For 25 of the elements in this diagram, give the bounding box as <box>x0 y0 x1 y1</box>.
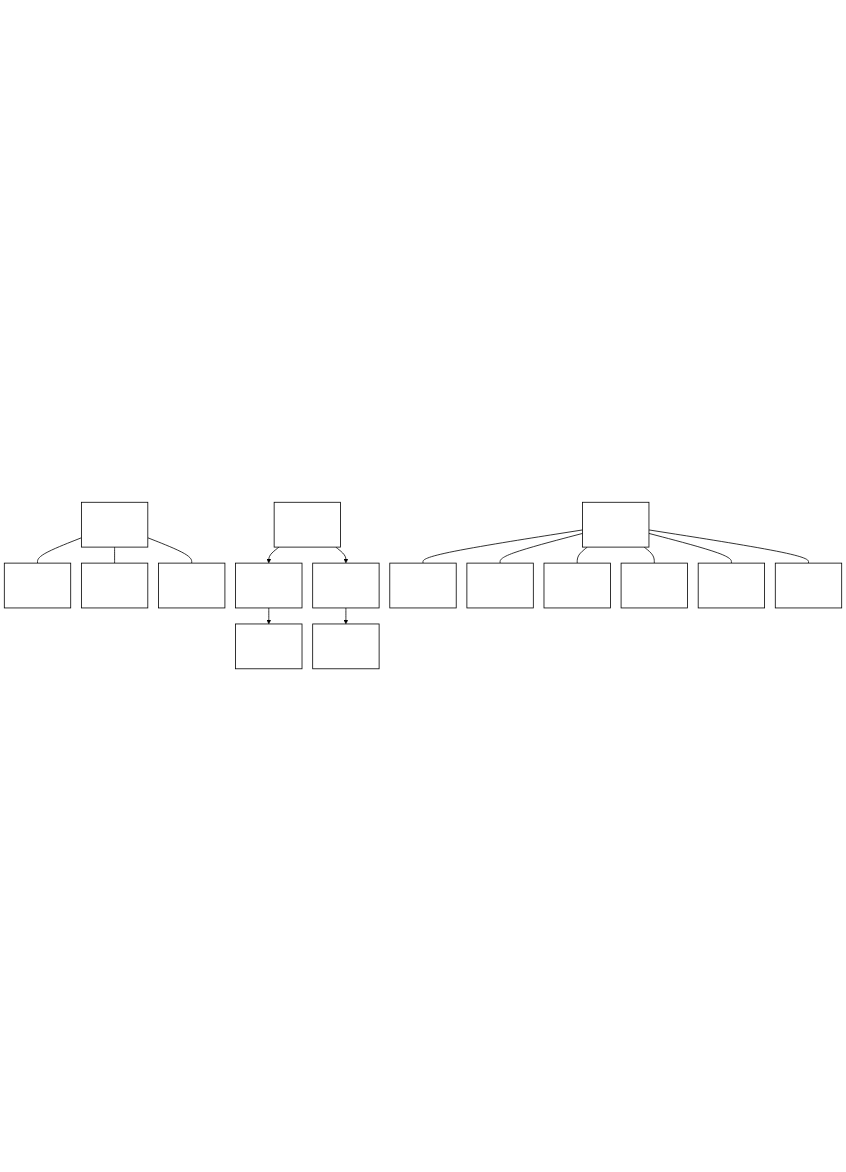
node-box <box>582 502 650 548</box>
node-box <box>697 563 765 609</box>
connector <box>643 547 655 564</box>
node-box <box>389 563 457 609</box>
node-box <box>312 624 380 670</box>
node-box <box>543 563 611 609</box>
connector <box>648 533 732 564</box>
node-box <box>81 563 149 609</box>
node-box <box>273 502 341 548</box>
node-box <box>466 563 534 609</box>
node-box <box>81 502 149 548</box>
node-box <box>235 624 303 670</box>
connector <box>422 530 583 564</box>
connector <box>37 537 82 564</box>
connector <box>648 530 809 564</box>
node-box <box>774 563 843 609</box>
connector <box>499 533 583 564</box>
node-box <box>3 563 72 609</box>
node-box <box>620 563 688 609</box>
connector <box>147 537 193 564</box>
connector <box>114 547 115 564</box>
connector <box>576 547 588 564</box>
node-box <box>235 563 303 609</box>
node-box <box>312 563 380 609</box>
node-box <box>158 563 226 609</box>
